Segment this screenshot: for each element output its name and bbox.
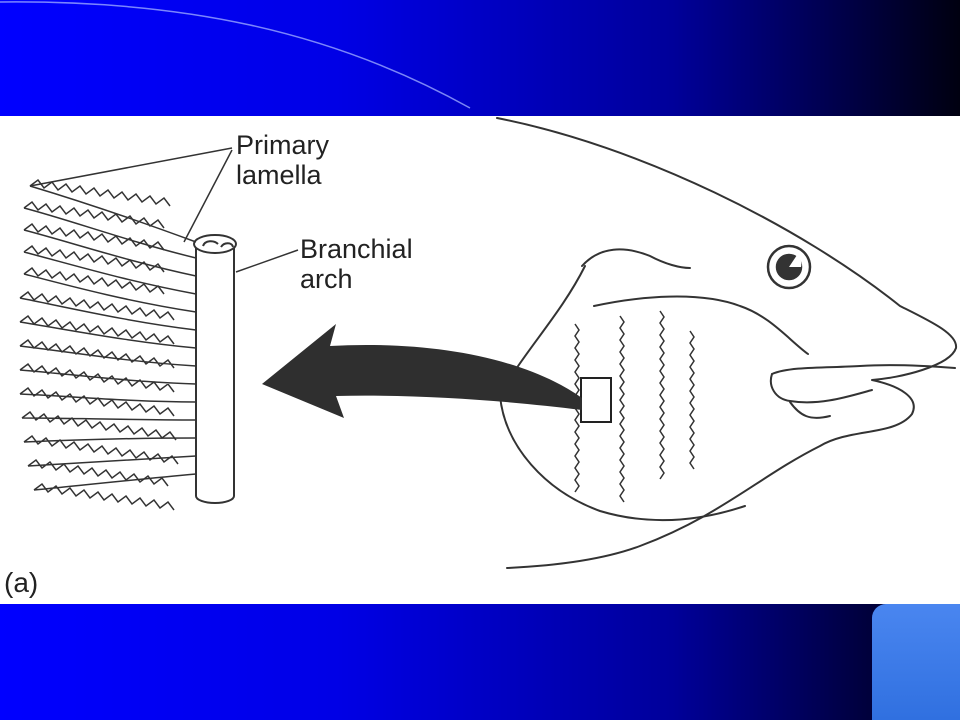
primary-lamella-label-line1: Primary (236, 130, 329, 160)
gill-highlight-box (580, 377, 612, 423)
top-header-band (0, 0, 960, 116)
mouth-lip-lower (770, 373, 873, 404)
direction-arrow (262, 324, 582, 418)
operculum-outline (499, 265, 746, 522)
branchial-arch-label-line2: arch (300, 264, 353, 294)
operculum-upper-line (581, 248, 691, 269)
primary-lamellae (19, 178, 197, 511)
fish-head-outline (496, 117, 958, 569)
panel-label: (a) (4, 567, 39, 598)
primary-lamella-label: Primary lamella (236, 130, 329, 190)
gill-diagram: Primary lamella Branchial arch (a) (0, 116, 960, 604)
corner-accent-tab (872, 604, 960, 720)
branchial-arch-label-line1: Branchial (300, 234, 413, 264)
primary-lamella-label-line2: lamella (236, 160, 322, 190)
fish-gill-illustration (19, 117, 958, 569)
fish-eye (766, 244, 812, 290)
label-leader-lines (29, 147, 299, 273)
gill-cover-top (593, 295, 809, 355)
decorative-swoosh (0, 1, 471, 109)
jaw-line (789, 401, 831, 419)
bottom-footer-band (0, 604, 960, 720)
branchial-arch (193, 234, 237, 504)
mouth-lip (771, 364, 956, 375)
branchial-arch-label: Branchial arch (300, 234, 413, 294)
